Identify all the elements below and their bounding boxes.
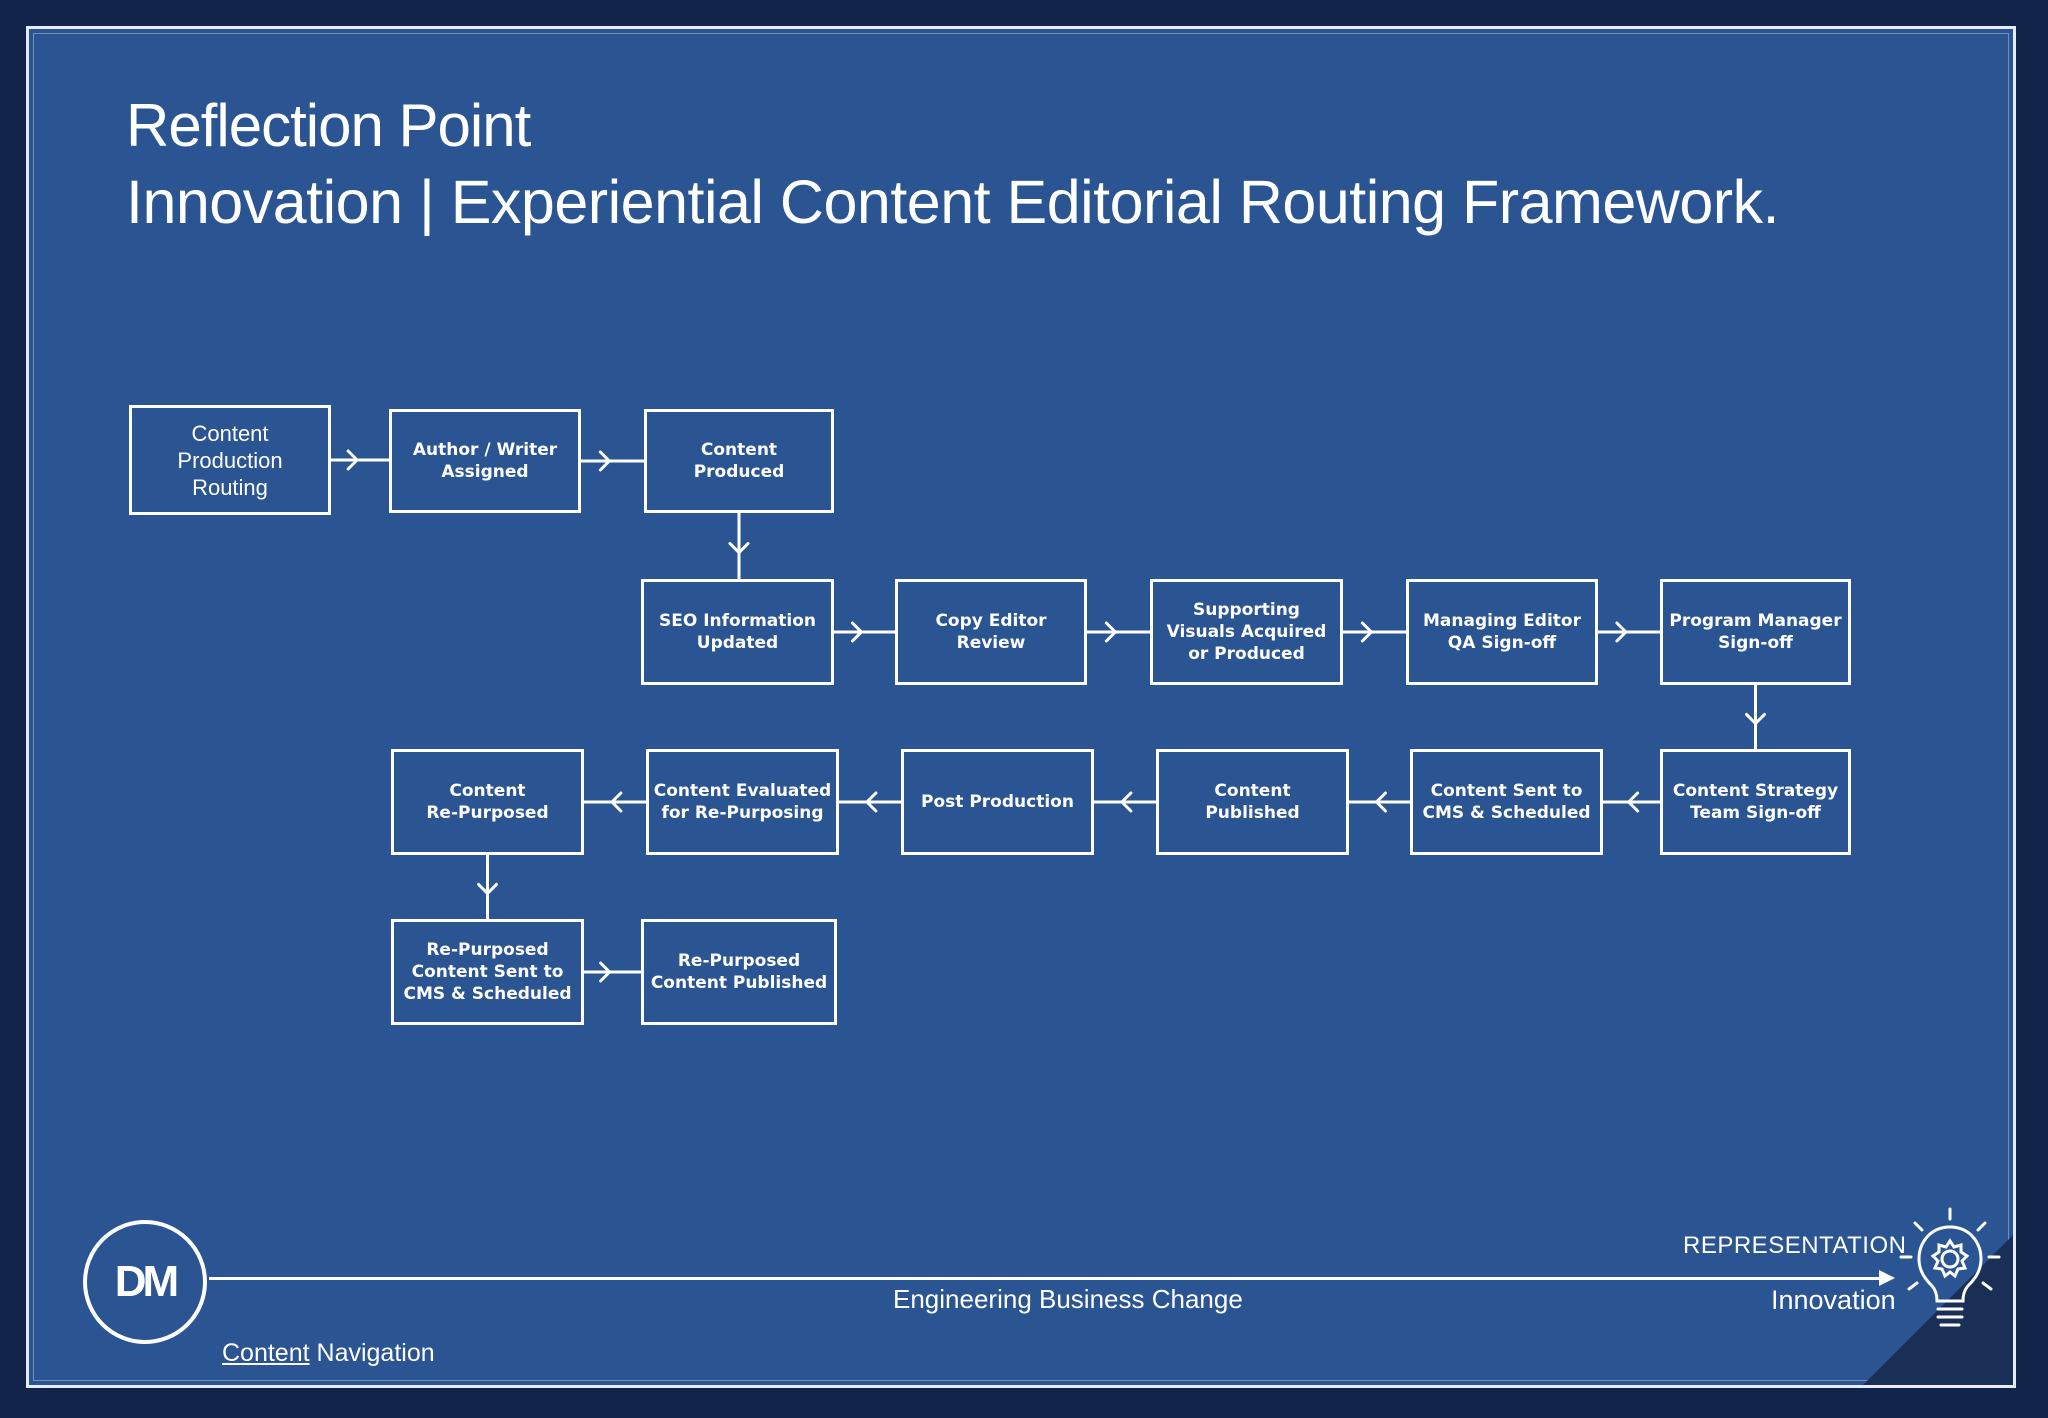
content-navigation-link[interactable]: Content Navigation <box>222 1339 435 1368</box>
node-content-strategy-signoff: Content Strategy Team Sign-off <box>1660 749 1851 855</box>
slide: Reflection Point Innovation | Experienti… <box>26 26 2016 1388</box>
node-author-writer-assigned: Author / Writer Assigned <box>389 409 581 513</box>
node-supporting-visuals: Supporting Visuals Acquired or Produced <box>1150 579 1343 685</box>
node-program-manager-signoff: Program Manager Sign-off <box>1660 579 1851 685</box>
connector-6-arrowhead <box>1360 621 1373 643</box>
content-navigation-link-word[interactable]: Content <box>222 1339 310 1367</box>
connector-15-arrowhead <box>599 961 612 983</box>
node-managing-editor-qa: Managing Editor QA Sign-off <box>1406 579 1598 685</box>
connector-11-arrowhead <box>1120 791 1133 813</box>
footer-tagline: Engineering Business Change <box>893 1284 1243 1314</box>
node-content-production-routing: Content Production Routing <box>129 405 331 515</box>
connector-12-arrowhead <box>865 791 878 813</box>
page-title: Reflection Point <box>126 92 531 159</box>
connector-5-arrowhead <box>1104 621 1117 643</box>
node-repurposed-sent-cms: Re-Purposed Content Sent to CMS & Schedu… <box>391 919 584 1025</box>
node-repurposed-published: Re-Purposed Content Published <box>641 919 837 1025</box>
node-content-repurposed: Content Re-Purposed <box>391 749 584 855</box>
connector-13-arrowhead <box>610 791 623 813</box>
node-content-published: Content Published <box>1156 749 1349 855</box>
connector-3-arrowhead <box>728 542 750 555</box>
page-subtitle: Innovation | Experiential Content Editor… <box>126 168 1780 236</box>
flow-connectors <box>329 449 1766 983</box>
connector-7-arrowhead <box>1615 621 1628 643</box>
lightbulb-gear-icon <box>1899 1207 2001 1327</box>
logo-text: DM <box>114 1257 179 1306</box>
content-navigation-link-rest: Navigation <box>309 1339 435 1367</box>
timeline-line <box>209 1277 1884 1280</box>
node-content-evaluated: Content Evaluated for Re-Purposing <box>646 749 839 855</box>
node-content-produced: Content Produced <box>644 409 834 513</box>
node-copy-editor-review: Copy Editor Review <box>895 579 1087 685</box>
connector-8-arrowhead <box>1745 712 1766 725</box>
connector-10-arrowhead <box>1374 791 1387 813</box>
connector-14-arrowhead <box>477 882 498 895</box>
connector-1-arrowhead <box>346 449 359 471</box>
node-content-sent-cms: Content Sent to CMS & Scheduled <box>1410 749 1603 855</box>
connector-9-arrowhead <box>1627 791 1640 813</box>
dm-logo: DM <box>83 1220 207 1344</box>
node-seo-information-updated: SEO Information Updated <box>641 579 834 685</box>
connector-4-arrowhead <box>850 621 863 643</box>
connector-2-arrowhead <box>598 450 611 472</box>
node-post-production: Post Production <box>901 749 1094 855</box>
